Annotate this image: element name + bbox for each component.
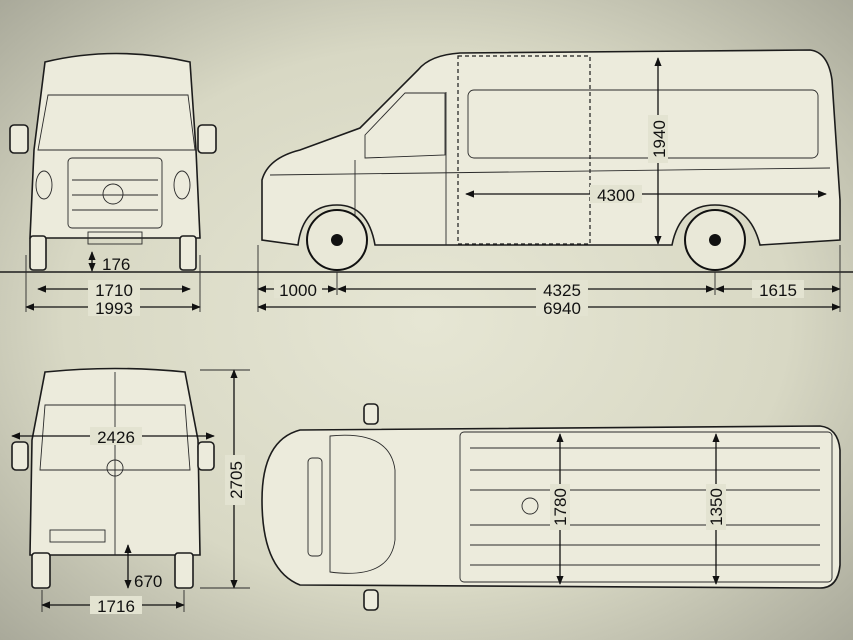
rear-window [39,404,191,471]
headlight-right [173,170,191,200]
dim-label-1710: 1710 [95,281,133,300]
grille [67,157,163,229]
dim-label-1993: 1993 [95,299,133,318]
dim-label-670: 670 [134,572,162,591]
dim-label-1716: 1716 [97,597,135,616]
rear-view [11,367,215,589]
windshield-top [329,434,396,574]
logo-icon [102,183,124,205]
headlight-left [35,170,53,200]
dim-label-1000: 1000 [279,281,317,300]
dim-label-1940: 1940 [650,120,669,158]
dim-label-4325: 4325 [543,281,581,300]
dim-label-2705: 2705 [227,461,246,499]
dim-label-4300: 4300 [597,186,635,205]
cab-window [364,92,446,159]
mirror-left [9,124,29,154]
dim-label-1350: 1350 [707,488,726,526]
dim-label-6940: 6940 [543,299,581,318]
dim-label-176: 176 [102,255,130,274]
dim-label-2426: 2426 [97,428,135,447]
windshield [37,94,196,151]
side-view [261,49,841,271]
dim-label-1780: 1780 [551,488,570,526]
front-view [9,52,217,271]
mirror-right [197,124,217,154]
side-window [467,89,819,159]
dim-label-1615: 1615 [759,281,797,300]
